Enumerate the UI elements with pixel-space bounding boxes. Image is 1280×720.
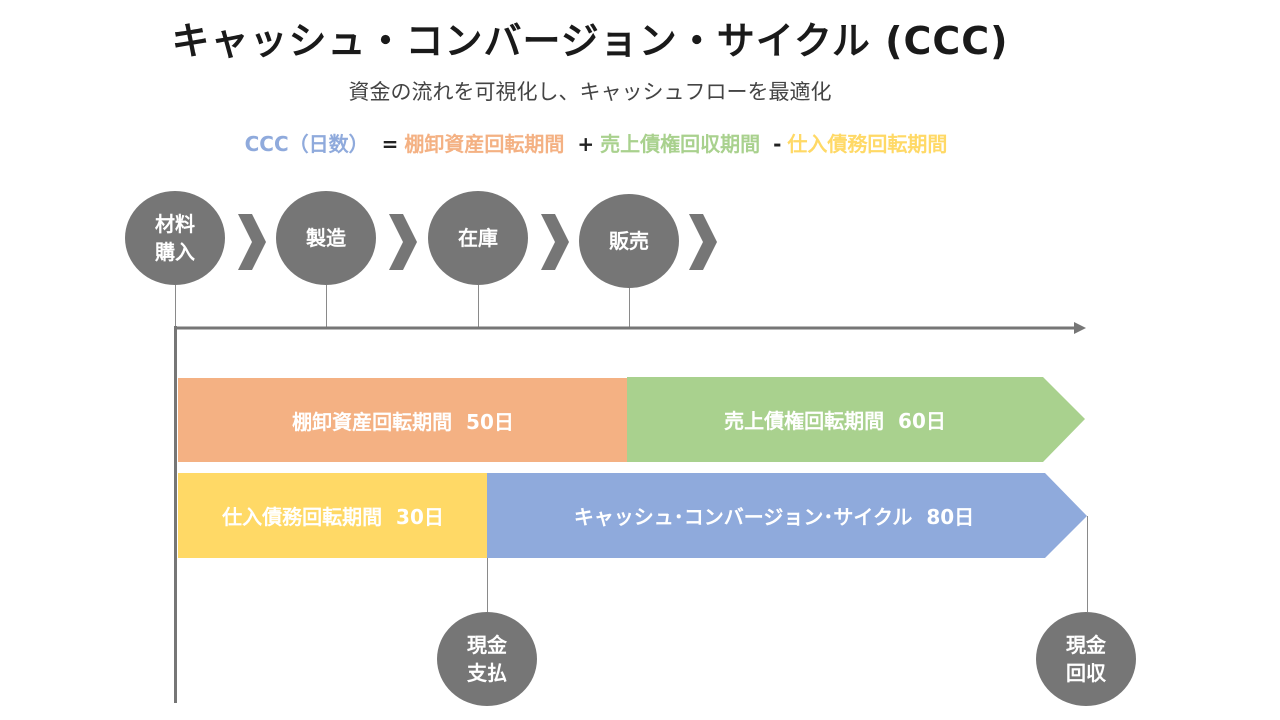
receivables-period-bar (627, 377, 1085, 462)
formula-ccc: CCC（日数） (244, 132, 369, 156)
stage-sales: 販売 (579, 194, 679, 288)
ccc-formula: CCC（日数） =棚卸資産回転期間 +売上債権回収期間 -仕入債務回転期間 (0, 128, 1192, 157)
chevron-right-icon (389, 214, 417, 270)
event-cash-collection: 現金 回収 (1036, 612, 1136, 706)
event-cash-payment: 現金 支払 (437, 612, 537, 706)
receivables-period-label: 売上債権回転期間 60日 (724, 409, 946, 433)
stage-inventory: 在庫 (428, 191, 528, 285)
inventory-period-label: 棚卸資産回転期間 50日 (292, 409, 514, 434)
page-title: キャッシュ・コンバージョン・サイクル (CCC) (171, 19, 1009, 63)
payables-period-label: 仕入債務回転期間 30日 (222, 505, 444, 529)
chevron-right-icon (238, 214, 266, 270)
formula-receivables: 売上債権回収期間 (600, 132, 761, 156)
stage-material-purchase: 材料 購入 (125, 191, 225, 285)
chevron-right-icon (689, 214, 717, 270)
formula-inventory: 棚卸資産回転期間 (404, 132, 565, 156)
inventory-period-bar (178, 378, 628, 462)
formula-minus: - (773, 132, 782, 156)
page-subtitle: 資金の流れを可視化し、キャッシュフローを最適化 (348, 80, 832, 104)
formula-equals: = (381, 132, 399, 156)
stage-manufacturing: 製造 (276, 191, 376, 285)
formula-plus: + (577, 132, 595, 156)
ccc-period-bar (487, 473, 1087, 558)
formula-payables: 仕入債務回転期間 (787, 132, 948, 156)
arrow-head-icon (1074, 322, 1086, 334)
ccc-period-label: キャッシュ･コンバージョン･サイクル 80日 (573, 505, 975, 529)
payables-period-bar (178, 473, 488, 558)
chevron-right-icon (541, 214, 569, 270)
